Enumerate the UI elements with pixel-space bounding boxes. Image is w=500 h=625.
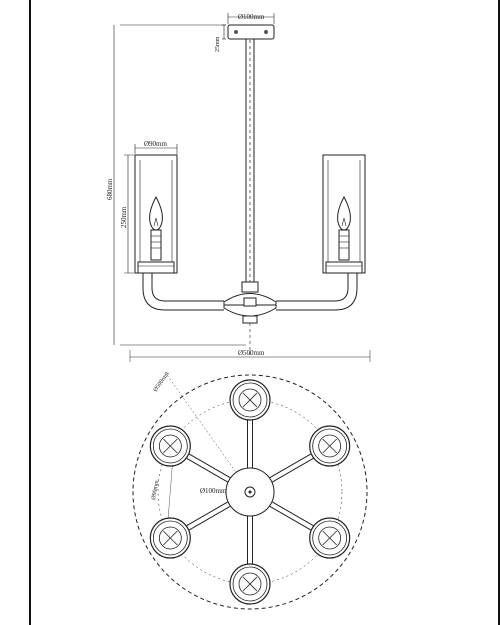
left-shade bbox=[134, 154, 178, 274]
outer-diameter-circle bbox=[132, 374, 368, 610]
plan-lamp-1 bbox=[229, 379, 271, 421]
plan-arm-5 bbox=[186, 501, 229, 527]
plan-lamp-5 bbox=[149, 517, 191, 559]
plan-arm-3 bbox=[269, 505, 312, 531]
plan-lamps bbox=[149, 379, 351, 605]
total-height-label: 680mm bbox=[106, 178, 114, 200]
canopy-height-label: 25mm bbox=[215, 36, 221, 52]
arm-circle bbox=[157, 399, 343, 585]
right-shade bbox=[322, 154, 366, 274]
shade-diameter-label: Ø90mm bbox=[144, 140, 168, 148]
left-arm bbox=[151, 273, 224, 302]
plan-arm-2 bbox=[269, 453, 312, 479]
plan-arm-3 bbox=[271, 501, 314, 527]
plan-arm-2 bbox=[271, 457, 314, 483]
plan-arm-5 bbox=[188, 505, 231, 531]
plan-lamp-4 bbox=[229, 563, 271, 605]
side-elevation bbox=[113, 13, 371, 362]
plan-arm-6 bbox=[186, 457, 229, 483]
arm-circle-label: Ø90mm bbox=[151, 480, 160, 501]
plan-view bbox=[132, 371, 368, 610]
drawing-frame bbox=[29, 0, 500, 625]
hub-diameter-label: Ø100mm bbox=[200, 487, 227, 495]
plan-lamp-6 bbox=[149, 425, 191, 467]
plan-arm-6 bbox=[188, 453, 231, 479]
canopy-diameter-label: Ø100mm bbox=[238, 13, 265, 21]
shade-height-label: 250mm bbox=[120, 206, 128, 228]
plan-arms bbox=[186, 420, 314, 564]
right-arm bbox=[276, 273, 349, 302]
total-width-label: Ø500mm bbox=[238, 349, 265, 357]
plan-lamp-2 bbox=[309, 425, 351, 467]
plan-lamp-3 bbox=[309, 517, 351, 559]
outer-diameter-label: Ø500mm bbox=[153, 371, 171, 393]
